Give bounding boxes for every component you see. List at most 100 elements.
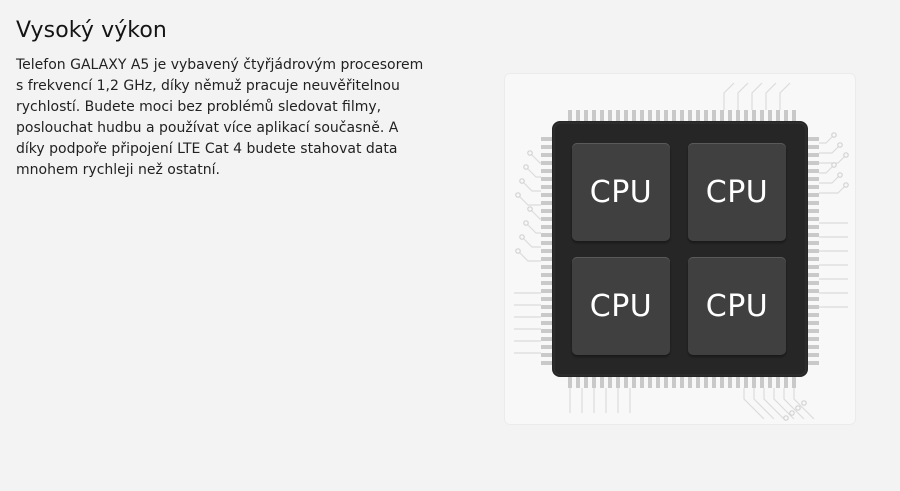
trace-pad	[515, 248, 521, 254]
chip-pin	[808, 321, 819, 325]
chip-pin	[808, 145, 819, 149]
circuit-trace	[521, 236, 541, 248]
chip-pin	[744, 110, 748, 121]
chip-pin	[744, 377, 748, 388]
chip-pin	[541, 177, 552, 181]
chip-pin	[541, 209, 552, 213]
chip-pin	[541, 297, 552, 301]
chip-graphic	[514, 82, 849, 421]
chip-pin	[584, 377, 588, 388]
chip-pin	[656, 110, 660, 121]
trace-pad	[527, 150, 533, 156]
chip-pin	[704, 110, 708, 121]
chip-pin	[808, 289, 819, 293]
chip-pin	[808, 161, 819, 165]
cpu-core-3: CPU	[572, 257, 670, 355]
chip-pin	[808, 281, 819, 285]
chip-pin	[592, 377, 596, 388]
trace-pad	[843, 182, 849, 188]
chip-pin	[541, 217, 552, 221]
chip-pin	[541, 329, 552, 333]
circuit-trace	[819, 184, 847, 194]
chip-pin	[648, 377, 652, 388]
circuit-trace	[819, 154, 847, 164]
trace-pad	[795, 405, 801, 411]
chip-pin	[768, 110, 772, 121]
chip-pin	[808, 225, 819, 229]
cpu-core-2: CPU	[688, 143, 786, 241]
trace-pad	[831, 132, 837, 138]
chip-pin	[541, 361, 552, 365]
chip-pin	[624, 377, 628, 388]
chip-pin	[648, 110, 652, 121]
chip-pin	[720, 110, 724, 121]
chip-pin	[541, 169, 552, 173]
chip-pin	[664, 110, 668, 121]
chip-pin	[640, 377, 644, 388]
circuit-trace	[819, 174, 841, 184]
trace-pad	[831, 162, 837, 168]
chip-pin	[541, 321, 552, 325]
circuit-trace	[751, 82, 763, 110]
circuit-trace	[753, 388, 775, 420]
chip-pin	[576, 110, 580, 121]
chip-pin	[808, 273, 819, 277]
chip-pin	[808, 241, 819, 245]
chip-pin	[541, 201, 552, 205]
chip-pin	[736, 110, 740, 121]
circuit-trace	[517, 194, 541, 206]
circuit-trace	[529, 152, 541, 164]
chip-pin	[808, 217, 819, 221]
chip-pin	[632, 377, 636, 388]
circuit-trace	[743, 388, 765, 420]
circuit-trace	[525, 166, 541, 178]
chip-pin	[680, 377, 684, 388]
chip-pin	[736, 377, 740, 388]
trace-pad	[789, 410, 795, 416]
circuit-trace	[525, 222, 541, 234]
chip-pin	[752, 110, 756, 121]
chip-pin	[808, 257, 819, 261]
trace-pad	[523, 164, 529, 170]
trace-pad	[837, 172, 843, 178]
chip-pin	[808, 337, 819, 341]
chip-pin	[541, 289, 552, 293]
chip-pin	[584, 110, 588, 121]
chip-pin	[541, 185, 552, 189]
chip-pin	[808, 185, 819, 189]
chip-pin	[624, 110, 628, 121]
chip-pin	[541, 225, 552, 229]
chip-pin	[696, 110, 700, 121]
chip-pin	[808, 193, 819, 197]
cpu-illustration: CPU CPU CPU CPU	[504, 73, 856, 425]
text-block: Vysoký výkon Telefon GALAXY A5 je vybave…	[16, 18, 446, 181]
trace-pad	[843, 152, 849, 158]
chip-pin	[760, 110, 764, 121]
chip-pin	[808, 345, 819, 349]
circuit-trace	[779, 82, 791, 110]
chip-pin	[752, 377, 756, 388]
trace-pad	[519, 234, 525, 240]
trace-pad	[523, 220, 529, 226]
trace-pad	[527, 206, 533, 212]
circuit-trace	[773, 388, 795, 420]
chip-pin	[712, 377, 716, 388]
circuit-trace	[763, 388, 785, 420]
chip-pin	[541, 153, 552, 157]
section-description: Telefon GALAXY A5 je vybavený čtyřjádrov…	[16, 57, 424, 178]
circuit-traces	[514, 82, 849, 421]
chip-pin	[568, 110, 572, 121]
chip-pin	[664, 377, 668, 388]
circuit-trace	[765, 82, 777, 110]
chip-pin	[808, 137, 819, 141]
cpu-core-4: CPU	[688, 257, 786, 355]
chip-pin	[768, 377, 772, 388]
chip-pin	[632, 110, 636, 121]
section-title: Vysoký výkon	[16, 18, 167, 43]
chip-pin	[541, 281, 552, 285]
chip-pin	[600, 110, 604, 121]
circuit-trace	[819, 144, 841, 154]
circuit-trace	[783, 388, 805, 420]
chip-pin	[808, 249, 819, 253]
chip-pin	[541, 337, 552, 341]
